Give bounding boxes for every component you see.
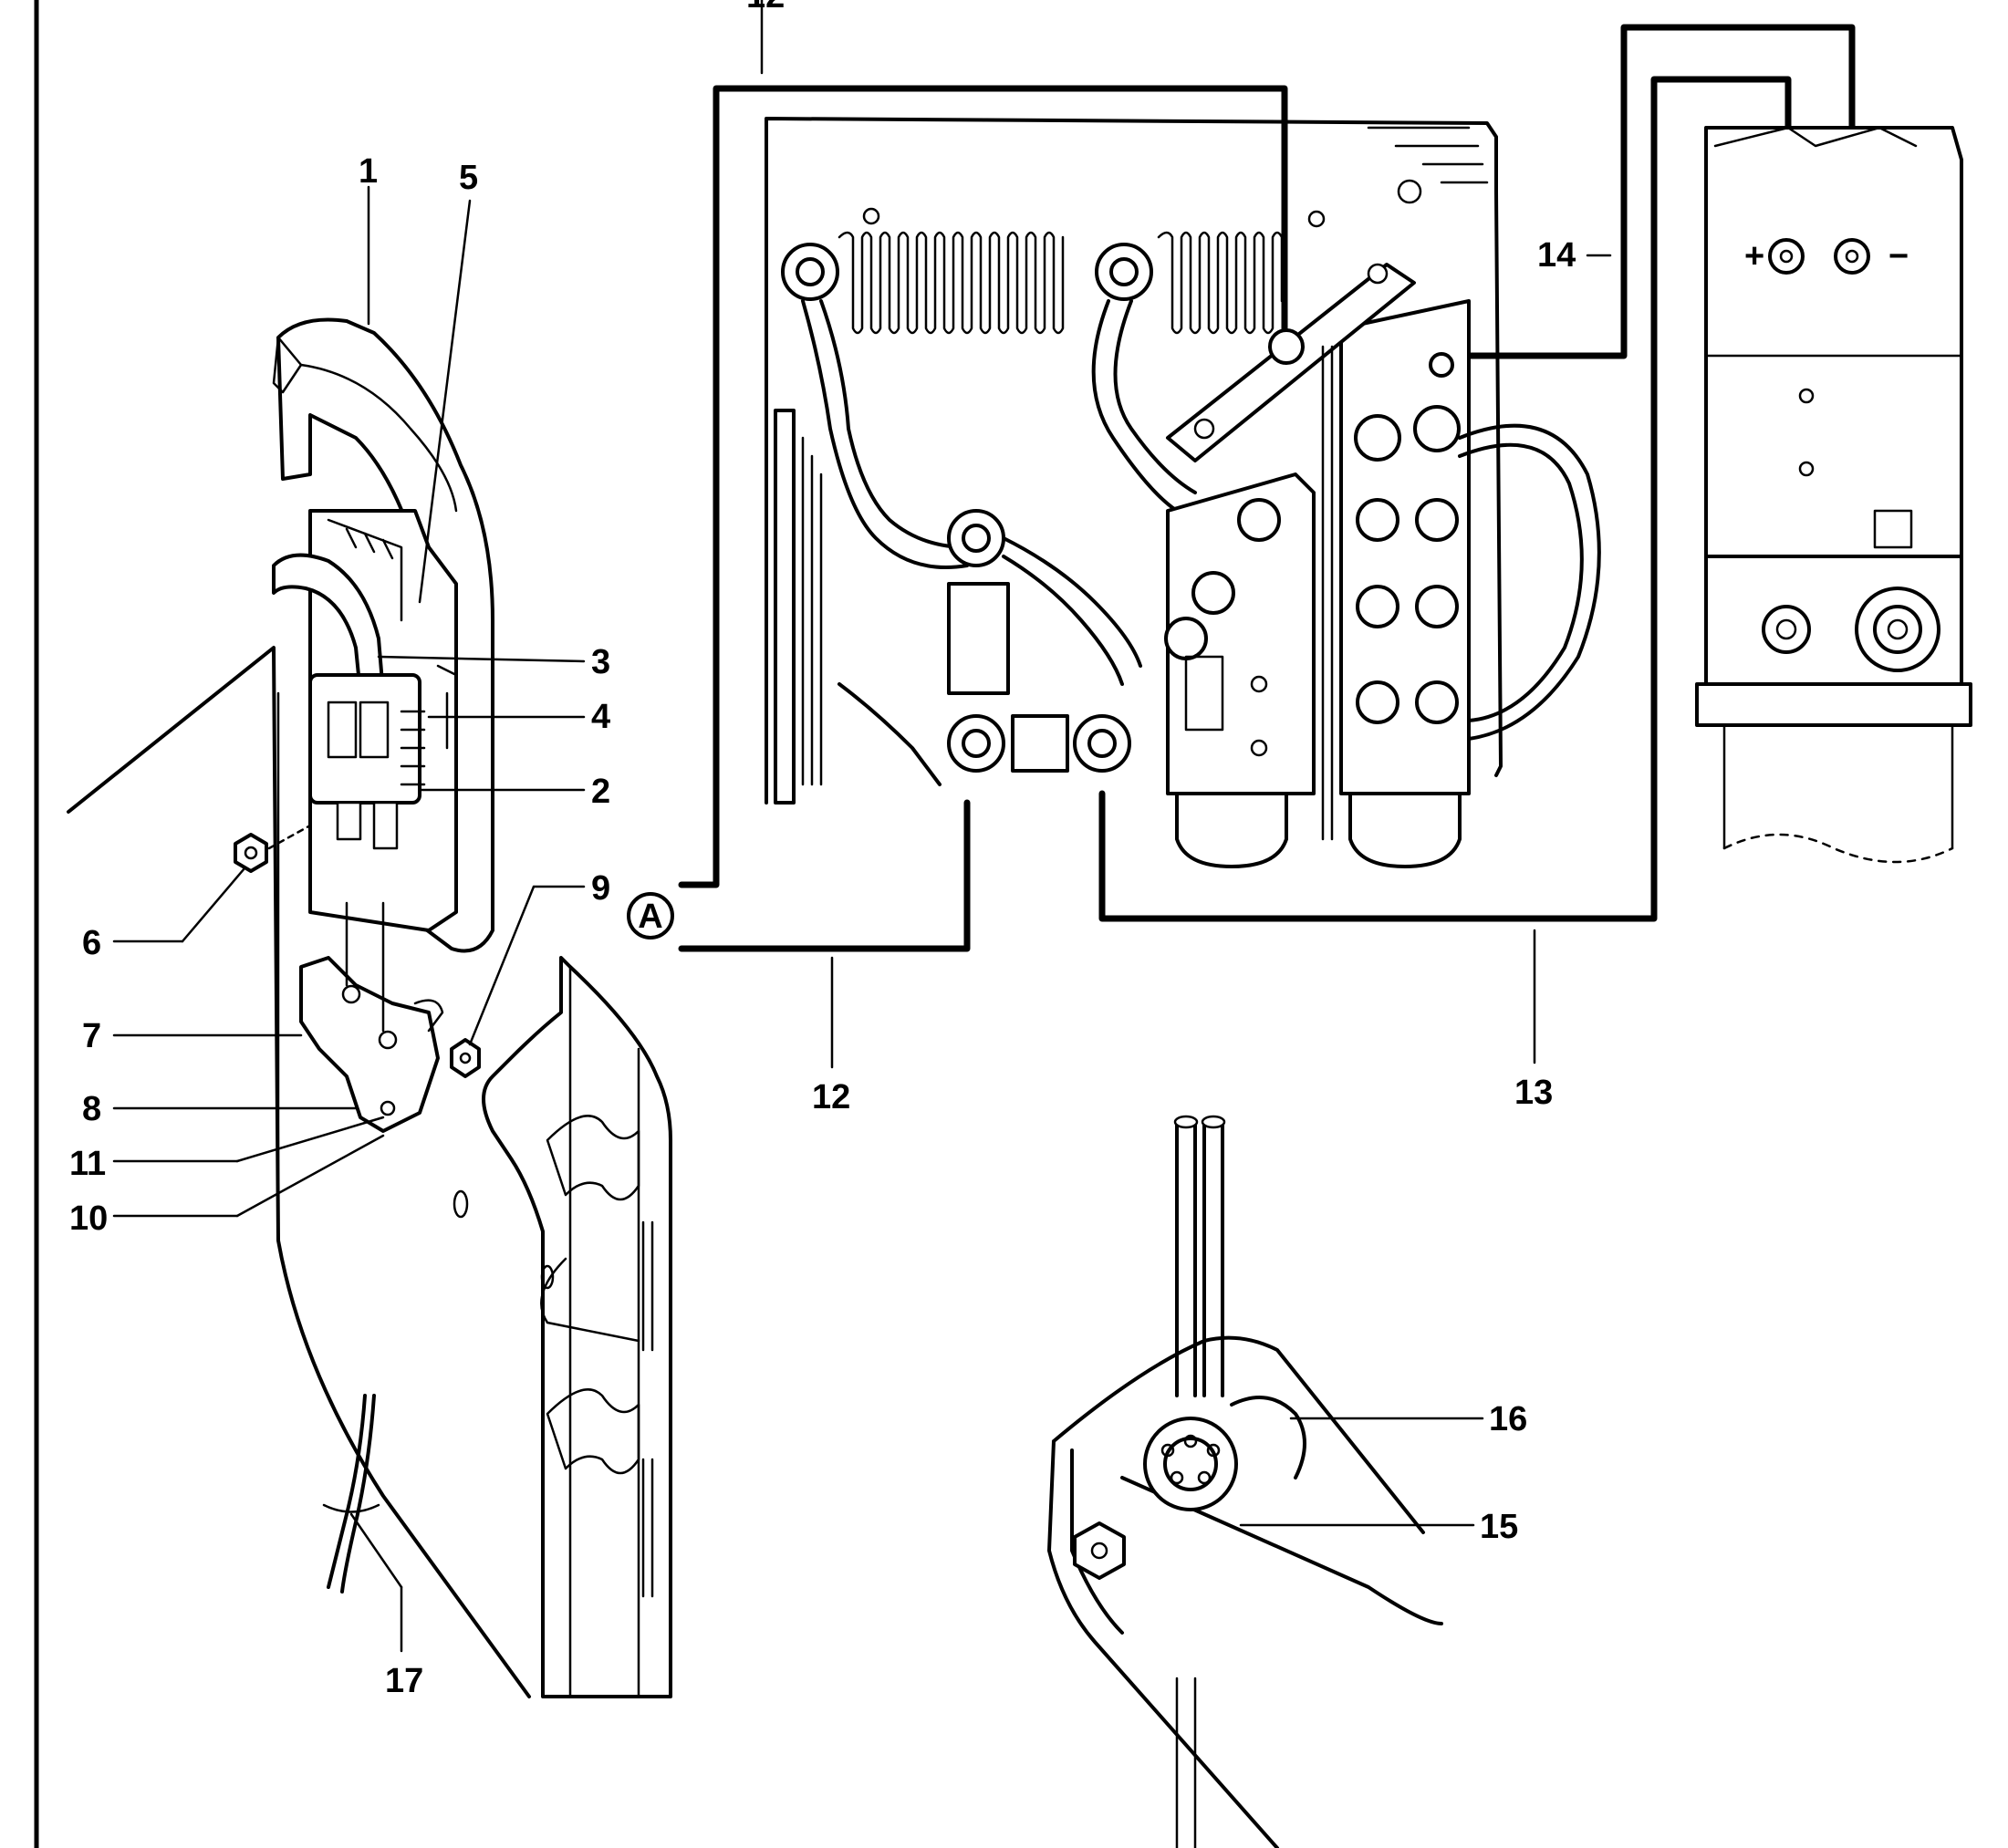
hex-nut-9 xyxy=(450,1038,481,1078)
battery-plus-label: + xyxy=(1744,237,1764,275)
battery-pump-unit: + − xyxy=(1695,126,1972,864)
detail-marker-a: A xyxy=(627,892,674,940)
contactor-panel-assembly xyxy=(678,24,1856,952)
callout-labels: 1 5 3 4 2 9 6 7 8 11 10 12 12 13 14 16 1… xyxy=(69,0,1576,1700)
callout-2: 2 xyxy=(591,773,610,811)
hex-nut-6 xyxy=(234,833,268,873)
callout-15: 15 xyxy=(1480,1508,1518,1546)
pivot-arm xyxy=(1047,1335,1425,1848)
contactor-base-plate xyxy=(765,117,1503,805)
terminal-stud-middle xyxy=(1073,714,1131,773)
callout-5: 5 xyxy=(459,159,478,197)
detail-marker-a-label: A xyxy=(638,898,662,936)
pump-motor-fitting xyxy=(1762,587,1940,672)
contactor-left xyxy=(1164,472,1316,868)
callout-9: 9 xyxy=(591,869,610,908)
callout-7: 7 xyxy=(82,1017,101,1055)
callout-3: 3 xyxy=(591,643,610,681)
battery-minus-post xyxy=(1834,238,1870,275)
upright-column xyxy=(482,956,672,1698)
wire-12-upper xyxy=(678,85,1288,888)
terminal-stud-left-top xyxy=(947,509,1005,567)
wire-13 xyxy=(1098,76,1792,922)
callout-11: 11 xyxy=(69,1145,106,1183)
callout-17: 17 xyxy=(385,1662,423,1700)
control-handle-assembly xyxy=(67,317,672,1698)
pivot-bracket xyxy=(299,956,440,1133)
battery-plus-post xyxy=(1768,238,1805,275)
pivot-detail-assembly xyxy=(1047,1115,1443,1848)
contactor-right xyxy=(1339,299,1471,868)
pump-housing xyxy=(1704,126,1963,722)
callout-12-top: 12 xyxy=(746,0,785,16)
battery-minus-label: − xyxy=(1888,237,1909,275)
callout-8: 8 xyxy=(82,1090,101,1128)
callout-16: 16 xyxy=(1489,1400,1527,1438)
terminal-stud-left-bottom xyxy=(947,714,1005,773)
callout-14: 14 xyxy=(1537,236,1576,275)
leader-lines xyxy=(112,0,1612,1653)
wire-12-lower xyxy=(678,799,971,952)
hex-bolt xyxy=(1073,1521,1126,1580)
callout-12-bottom: 12 xyxy=(812,1078,850,1116)
pivot-nut-16 xyxy=(1143,1417,1238,1511)
callout-10: 10 xyxy=(69,1199,108,1238)
microswitch-body xyxy=(308,673,421,805)
callout-4: 4 xyxy=(591,698,610,736)
wire-14 xyxy=(1445,24,1856,359)
cable-17 xyxy=(327,1394,376,1594)
callout-13: 13 xyxy=(1514,1074,1553,1112)
callout-6: 6 xyxy=(82,924,101,962)
resistor-coil xyxy=(781,231,1284,335)
callout-1: 1 xyxy=(359,152,378,191)
